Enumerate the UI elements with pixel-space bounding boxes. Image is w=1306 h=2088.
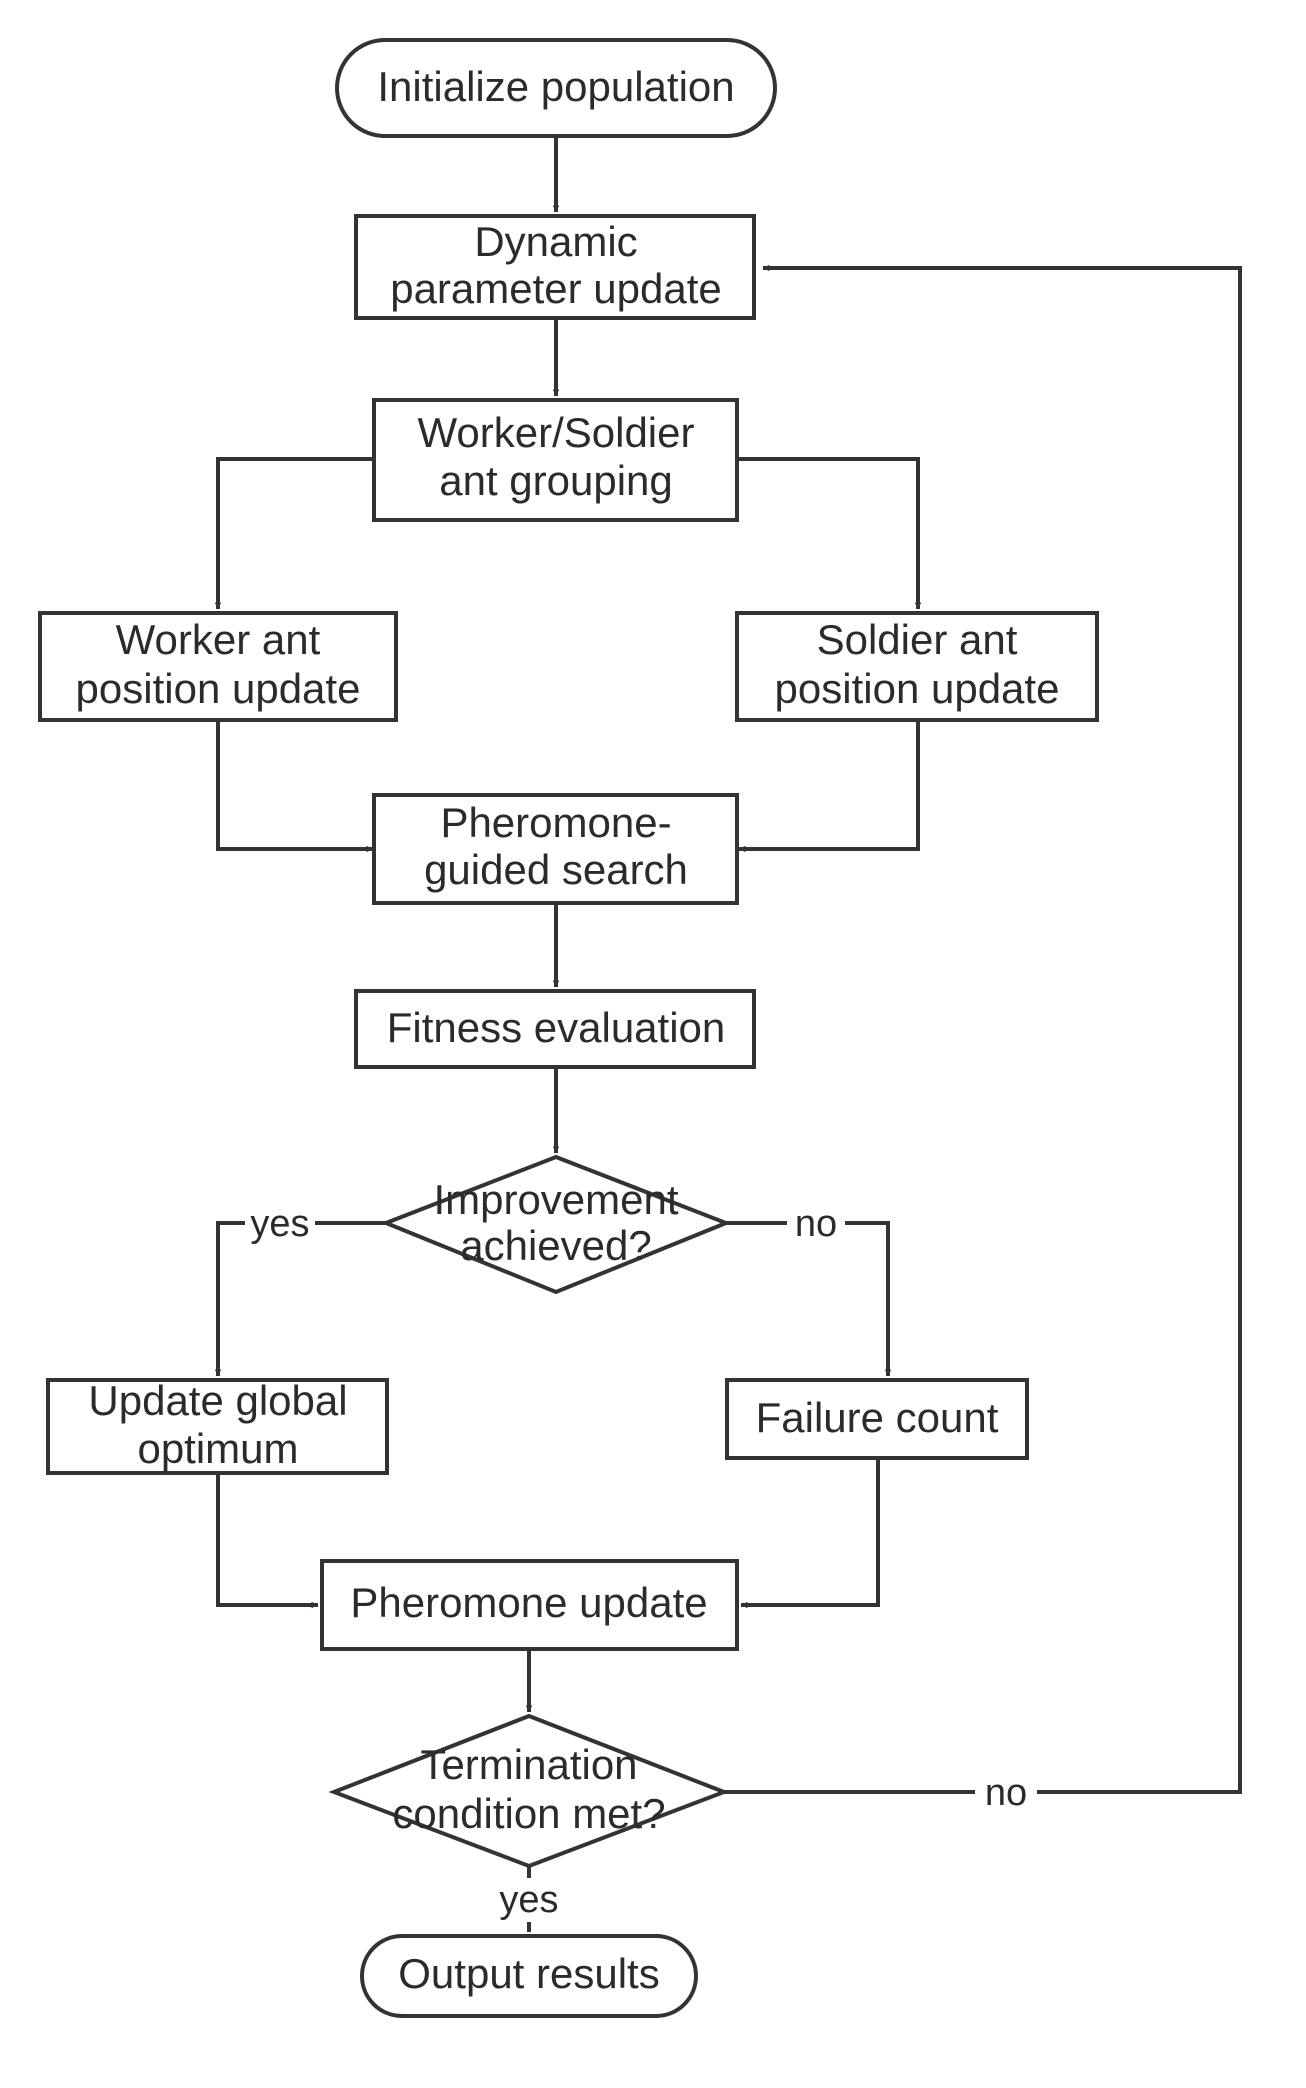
node-term-label-1: Termination xyxy=(420,1741,637,1788)
node-improve-label-2: achieved? xyxy=(460,1222,651,1269)
node-fitness-label: Fitness evaluation xyxy=(387,1004,726,1051)
node-global-label-2: optimum xyxy=(137,1425,298,1472)
node-dyn-label-2: parameter update xyxy=(390,265,722,312)
edge-label-term-yes: yes xyxy=(499,1879,558,1921)
node-dyn: Dynamic parameter update xyxy=(354,214,756,320)
node-init-label: Initialize population xyxy=(377,63,734,110)
edge-group-to-soldier xyxy=(737,457,922,609)
node-term-label-2: condition met? xyxy=(392,1790,665,1837)
node-worker: Worker ant position update xyxy=(38,611,398,722)
node-soldier-label-1: Soldier ant xyxy=(817,616,1018,663)
node-global-label-1: Update global xyxy=(88,1377,347,1424)
edge-labels: yes no no yes xyxy=(245,1203,1037,1922)
node-worker-label-1: Worker ant xyxy=(116,616,321,663)
edge-global-to-phupdate xyxy=(216,1475,318,1609)
edge-label-improve-yes: yes xyxy=(250,1203,309,1245)
node-soldier-label-2: position update xyxy=(775,665,1060,712)
edge-improve-to-failure xyxy=(726,1221,892,1376)
node-phsearch: Pheromone- guided search xyxy=(372,793,739,905)
node-improve: Improvement achieved? xyxy=(380,1154,732,1295)
node-dyn-label-1: Dynamic xyxy=(474,218,637,265)
edge-group-to-worker xyxy=(214,457,374,609)
node-group-label-2: ant grouping xyxy=(439,457,673,504)
node-output-label: Output results xyxy=(398,1950,659,1997)
node-fitness: Fitness evaluation xyxy=(354,989,756,1069)
edge-soldier-to-phsearch xyxy=(739,721,920,853)
node-worker-label-2: position update xyxy=(76,665,361,712)
edge-label-term-no: no xyxy=(985,1772,1027,1814)
node-phupdate-label: Pheromone update xyxy=(350,1579,707,1626)
node-group-label-1: Worker/Soldier xyxy=(418,409,695,456)
node-phsearch-label-2: guided search xyxy=(424,846,688,893)
edge-term-to-dyn xyxy=(724,264,1242,1794)
node-phupdate: Pheromone update xyxy=(320,1559,739,1651)
edge-label-improve-no: no xyxy=(795,1203,837,1245)
node-term: Termination condition met? xyxy=(328,1713,730,1869)
node-failure-label: Failure count xyxy=(756,1394,999,1441)
node-init: Initialize population xyxy=(335,38,777,138)
node-group: Worker/Soldier ant grouping xyxy=(372,398,739,522)
edge-worker-to-phsearch xyxy=(216,721,373,853)
node-global: Update global optimum xyxy=(46,1377,389,1475)
node-failure: Failure count xyxy=(725,1378,1029,1460)
edge-failure-to-phupdate xyxy=(741,1460,880,1609)
node-phsearch-label-1: Pheromone- xyxy=(440,799,671,846)
edge-improve-to-global xyxy=(214,1221,386,1376)
node-soldier: Soldier ant position update xyxy=(735,611,1099,722)
node-improve-label-1: Improvement xyxy=(433,1176,678,1223)
node-output: Output results xyxy=(360,1934,698,2018)
